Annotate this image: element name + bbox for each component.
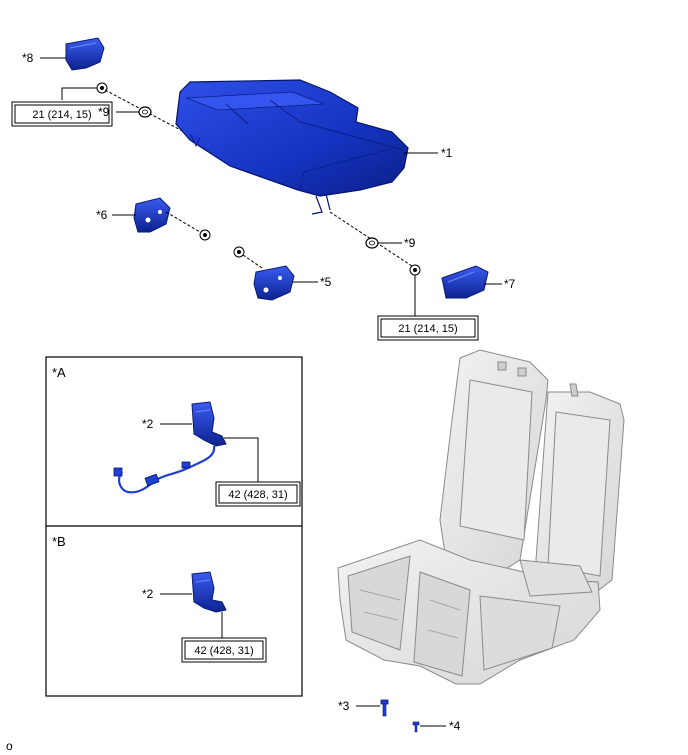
torque-box-1: 21 (214, 15)	[11, 101, 113, 127]
dashed-axis-right	[329, 211, 413, 267]
callout-8: *8	[22, 51, 34, 65]
callout-4: *4	[449, 719, 461, 733]
callout-7: *7	[504, 277, 516, 291]
washer-part-9-middle	[365, 237, 379, 249]
torque-value-1: 21 (214, 15)	[32, 109, 91, 121]
dashed-axis-5	[242, 254, 263, 269]
dashed-axis-1	[104, 89, 191, 136]
callout-9-top: *9	[98, 105, 110, 119]
wire-harness-a	[113, 445, 216, 494]
seat-belt-buckle-a	[191, 401, 227, 447]
callout-9-middle: *9	[404, 236, 416, 250]
callout-5: *5	[320, 275, 332, 289]
bolt-top-left	[96, 82, 108, 94]
torque-value-3: 42 (428, 31)	[228, 489, 287, 501]
torque-value-2: 21 (214, 15)	[398, 323, 457, 335]
torque-box-4: 42 (428, 31)	[181, 637, 267, 663]
cover-part-7	[441, 265, 489, 299]
inset-label-b: *B	[52, 534, 66, 549]
callout-3: *3	[338, 699, 350, 713]
leader-line-torque-3	[224, 437, 259, 482]
callout-1: *1	[441, 146, 453, 160]
callout-6: *6	[96, 208, 108, 222]
seat-assembly-gray	[337, 349, 625, 685]
torque-value-4: 42 (428, 31)	[194, 645, 253, 657]
washer-part-9-top	[138, 106, 152, 118]
callout-2b: *2	[142, 587, 154, 601]
cover-part-5	[253, 265, 295, 301]
callout-2a: *2	[142, 417, 154, 431]
torque-box-2: 21 (214, 15)	[377, 315, 479, 341]
bolt-part-5	[233, 246, 245, 258]
inset-label-a: *A	[52, 365, 66, 380]
figure-code: o	[6, 739, 13, 753]
seat-belt-buckle-b	[191, 571, 227, 613]
cover-part-6	[133, 197, 171, 233]
bolt-part-3	[380, 699, 389, 717]
seat-cushion-part-1	[175, 79, 409, 215]
leader-line-torque-1	[61, 87, 97, 100]
cover-part-8	[65, 37, 105, 71]
bolt-right	[409, 264, 421, 276]
bolt-part-6	[199, 229, 211, 241]
dashed-axis-6	[165, 211, 201, 233]
torque-box-3: 42 (428, 31)	[215, 481, 301, 507]
screw-part-4	[412, 721, 420, 733]
